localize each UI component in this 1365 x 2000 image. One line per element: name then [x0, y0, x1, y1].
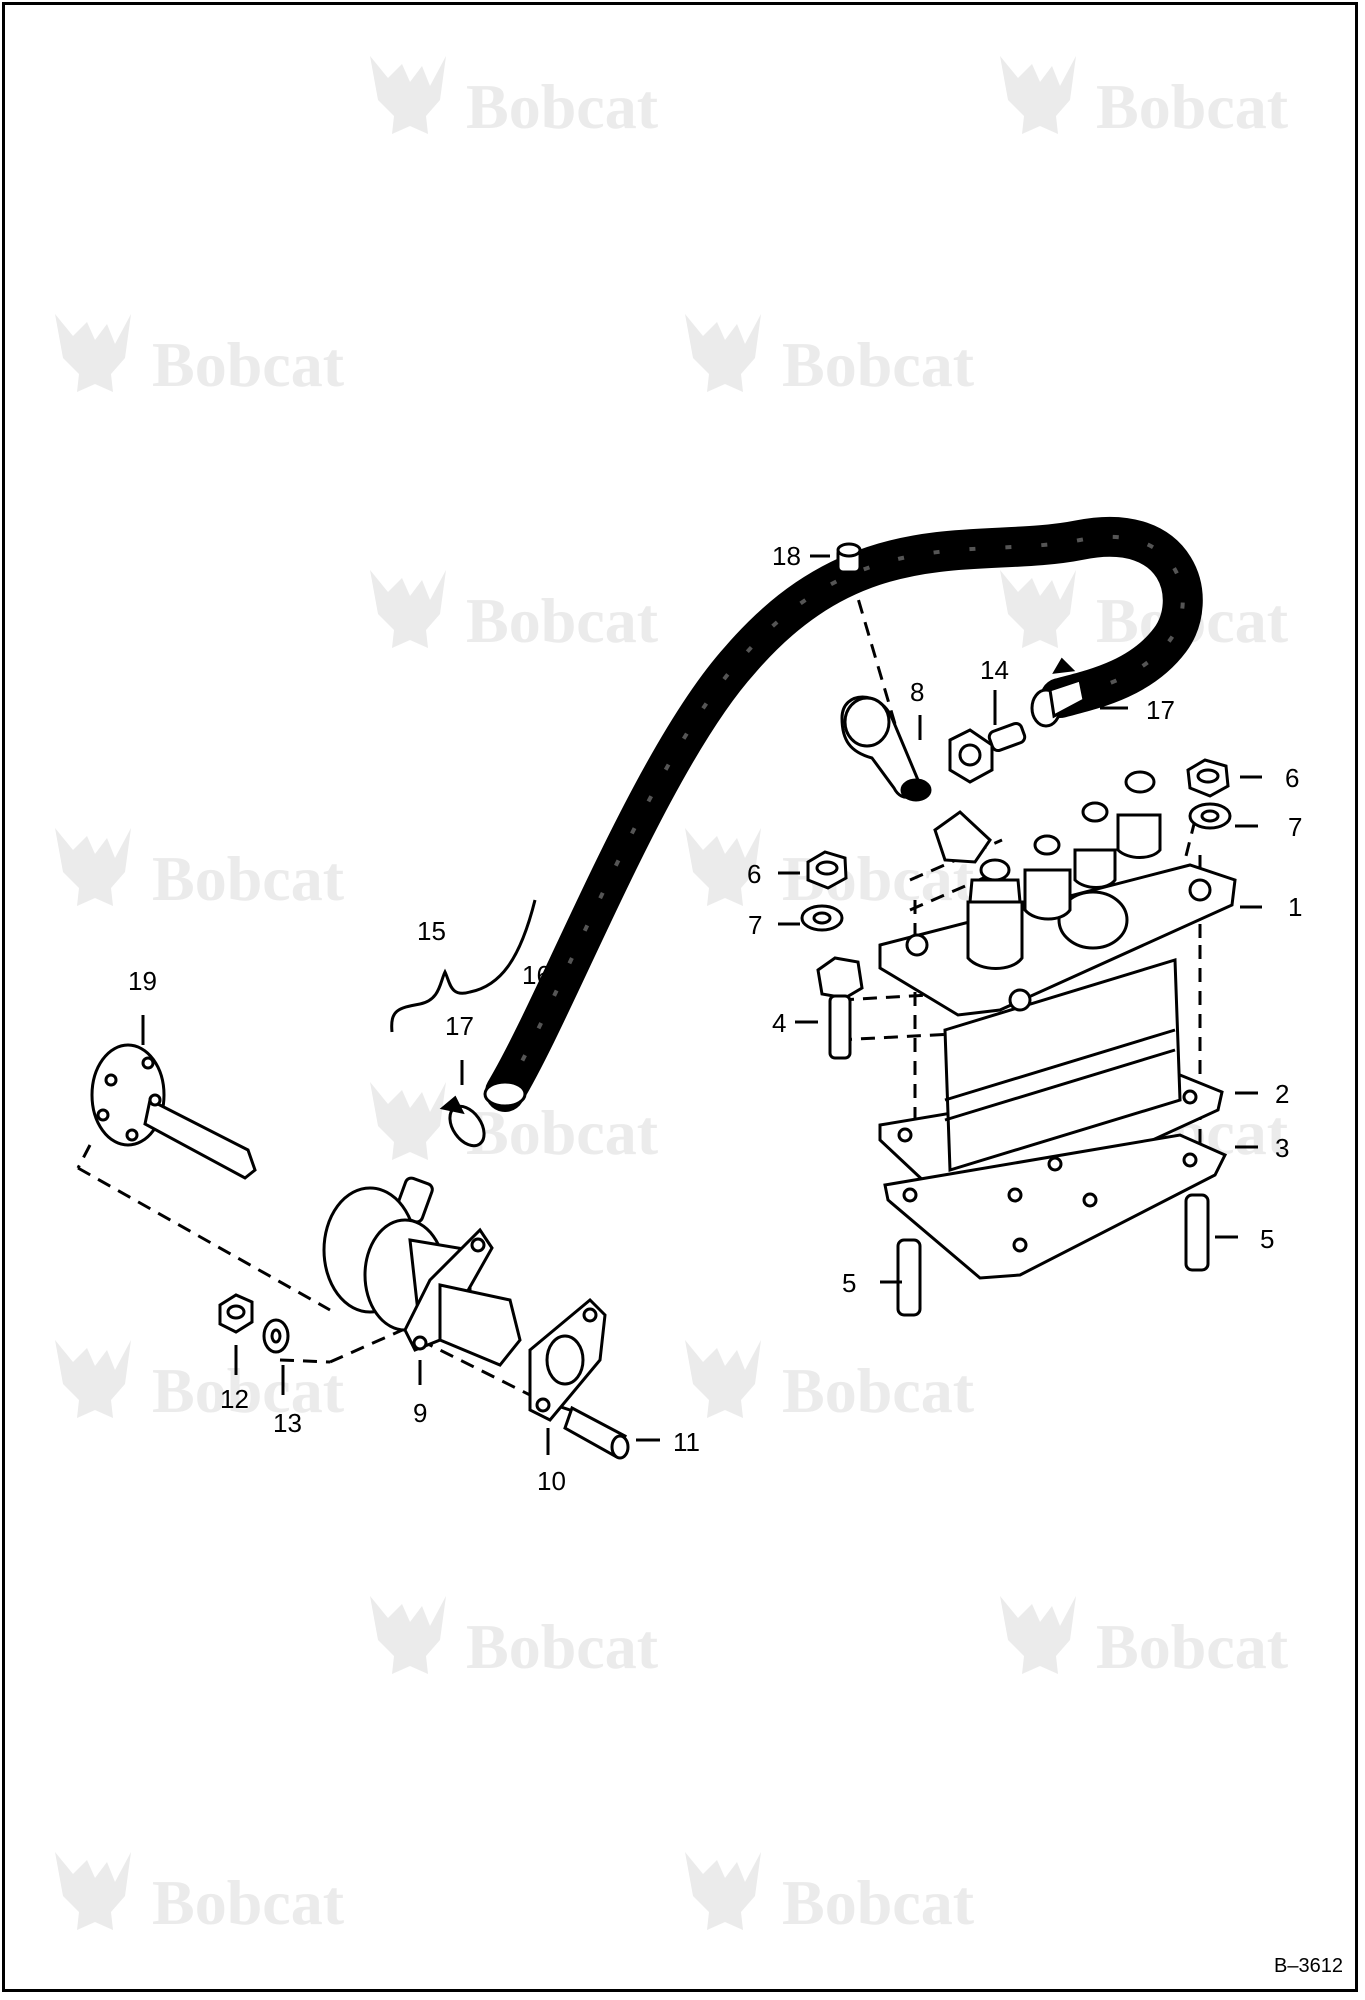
watermark-text: Bobcat [466, 585, 659, 656]
callout-3: 3 [1275, 1133, 1289, 1163]
callout-6-right: 6 [1285, 763, 1299, 793]
feed-pump-9 [322, 1176, 522, 1367]
callout-2: 2 [1275, 1079, 1289, 1109]
watermark-text: Bobcat [466, 1611, 659, 1682]
watermark-text: Bobcat [782, 1355, 975, 1426]
watermark-logo [370, 1082, 446, 1160]
washer-7-left [800, 904, 844, 932]
watermark-text: Bobcat [152, 329, 345, 400]
callout-18: 18 [772, 541, 801, 571]
injection-pump [878, 770, 1237, 1317]
stud-11 [563, 1405, 630, 1460]
hose-clamp-17-lower [439, 1095, 486, 1148]
callout-4: 4 [772, 1008, 786, 1038]
watermark-logo [370, 56, 446, 134]
washer-7-right [1188, 802, 1232, 830]
watermark-text: Bobcat [1096, 1611, 1289, 1682]
callout-17-upper: 17 [1146, 695, 1175, 725]
watermark-text: Bobcat [466, 71, 659, 142]
banjo-bolt-18 [836, 542, 862, 574]
fuel-hose [483, 516, 1203, 1112]
bracket-15 [390, 899, 537, 1033]
callout-11: 11 [673, 1427, 700, 1457]
bolt-4 [816, 956, 864, 1060]
watermark-logo [55, 828, 131, 906]
nut-6-left [806, 850, 848, 890]
watermark-logo [685, 1852, 761, 1930]
watermark-logo [1000, 570, 1076, 648]
watermark-text: Bobcat [1096, 71, 1289, 142]
callout-7-right: 7 [1288, 812, 1302, 842]
callout-16: 16 [522, 960, 551, 990]
nut-12 [218, 1293, 254, 1334]
watermark-logo [685, 1340, 761, 1418]
callout-6-left: 6 [747, 859, 761, 889]
callout-labels: 1 2 3 4 5 5 6 6 7 7 8 9 10 11 12 13 14 1… [128, 541, 1302, 1496]
watermark-text: Bobcat [152, 1867, 345, 1938]
callout-1: 1 [1288, 892, 1302, 922]
hose-clamp-17-upper [1030, 657, 1086, 728]
watermark-logo [55, 1340, 131, 1418]
callout-8: 8 [910, 677, 924, 707]
watermark-logo [55, 314, 131, 392]
watermark-logo [55, 1852, 131, 1930]
watermark-logo [685, 314, 761, 392]
callout-7-left: 7 [748, 910, 762, 940]
callout-9: 9 [413, 1398, 427, 1428]
banjo-fitting [840, 695, 932, 802]
watermark-text: Bobcat [152, 1355, 345, 1426]
watermark-logo [1000, 1596, 1076, 1674]
callout-17-lower: 17 [445, 1011, 474, 1041]
callout-12: 12 [220, 1384, 249, 1414]
callout-19: 19 [128, 966, 157, 996]
watermark-logo [1000, 56, 1076, 134]
callout-10: 10 [537, 1466, 566, 1496]
fuel-level-plate-19 [90, 1043, 257, 1180]
callout-5-left: 5 [842, 1268, 856, 1298]
washer-13 [262, 1318, 290, 1354]
leader-lines [141, 554, 1262, 1455]
watermark-text: Bobcat [782, 1867, 975, 1938]
hose-fitting-14 [948, 721, 1027, 784]
figure-reference: B–3612 [1274, 1955, 1343, 1977]
callout-5-right: 5 [1260, 1224, 1274, 1254]
watermark-logo [370, 1596, 446, 1674]
callout-14: 14 [980, 655, 1009, 685]
callout-15: 15 [417, 916, 446, 946]
watermark-text: Bobcat [782, 329, 975, 400]
callout-13: 13 [273, 1408, 302, 1438]
gasket-10 [528, 1297, 607, 1422]
nut-6-right [1186, 758, 1230, 798]
watermark-text: Bobcat [152, 843, 345, 914]
watermark-logo [370, 570, 446, 648]
